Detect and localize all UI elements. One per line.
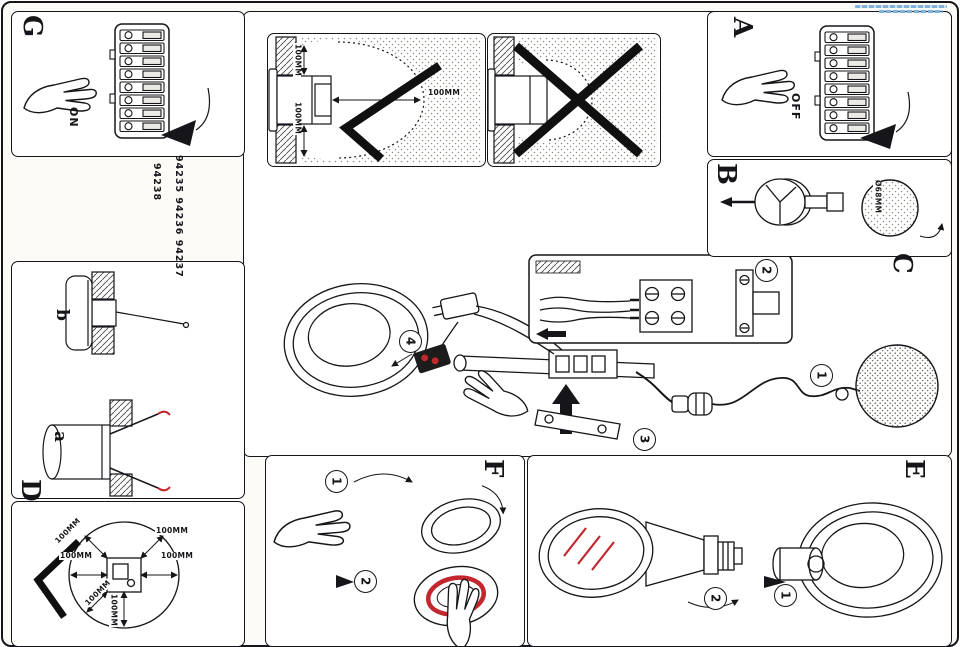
panel-clearance-bad — [487, 33, 661, 167]
spring-tip-red — [157, 410, 171, 416]
letter-f: F — [478, 459, 508, 478]
step-2-badge-panel-e: 2 — [704, 587, 727, 610]
letter-a: A — [727, 17, 757, 38]
panel-mounting-detail — [11, 261, 245, 499]
hole-saw-drawing — [720, 178, 945, 238]
step-2-badge-panel-f: 2 — [354, 570, 377, 593]
step-1-badge-panel-f: 1 — [325, 470, 348, 493]
model-numbers-9423x: 94235 94236 94237 — [173, 155, 184, 278]
clearance-label: 100MM — [155, 526, 190, 536]
panel-d-clearance-circle — [11, 501, 245, 647]
main-assembly-drawing — [283, 254, 939, 440]
power-off-drawing — [721, 25, 911, 149]
panel-a-power-off — [707, 11, 952, 157]
rotate-arrow-icon — [860, 124, 896, 149]
panel-clearance-ok — [267, 33, 486, 167]
step-arrow-icon — [336, 575, 354, 588]
panel-g-power-on — [11, 11, 245, 157]
step-1-badge-panel-e: 1 — [774, 584, 797, 607]
step-1-badge: 1 — [810, 364, 833, 387]
lamp-install-drawing — [538, 502, 943, 618]
clearance-ok-drawing — [268, 36, 482, 164]
mounting-drawing — [42, 271, 190, 497]
watermark-logo — [855, 5, 955, 15]
letter-g: G — [17, 15, 47, 38]
panel-b-drill-hole — [707, 159, 952, 257]
power-on-label: ON — [67, 107, 80, 128]
hole-diameter-label: Ø68MM — [873, 179, 883, 215]
step-2-badge: 2 — [755, 259, 778, 282]
power-off-label: OFF — [789, 93, 802, 121]
clearance-bad-drawing — [488, 36, 657, 164]
power-on-drawing — [23, 23, 211, 146]
drill-tip-icon — [720, 197, 732, 207]
rotate-arrow-icon — [161, 120, 196, 146]
clearance-label: 100MM — [293, 43, 303, 78]
clearance-label: 100MM — [59, 551, 94, 561]
spring-tip-red — [157, 486, 171, 492]
clearance-label: 100MM — [160, 551, 195, 561]
step-3-badge: 3 — [633, 428, 656, 451]
check-mark-icon — [339, 62, 442, 162]
model-number-94238: 94238 — [151, 163, 162, 202]
clearance-label: 100MM — [293, 101, 303, 136]
lamp-red-marks — [563, 527, 615, 571]
step-arrow-icon — [764, 576, 786, 588]
clearance-label: 100MM — [109, 593, 119, 628]
sub-figure-b-label: b — [52, 309, 72, 321]
panel-e-lamp-install — [527, 455, 952, 647]
letter-c: C — [887, 253, 917, 274]
clearance-label: 100MM — [427, 88, 462, 98]
clearance-circle-drawing — [33, 521, 180, 629]
letter-d: D — [15, 479, 45, 502]
sub-figure-a-label: a — [50, 431, 70, 443]
letter-b: B — [711, 163, 741, 185]
panel-f-ring-gasket — [265, 455, 525, 647]
letter-e: E — [899, 459, 929, 479]
step-4-badge: 4 — [399, 330, 422, 353]
x-mark-icon — [513, 42, 643, 158]
ring-gasket-drawing — [273, 473, 507, 646]
